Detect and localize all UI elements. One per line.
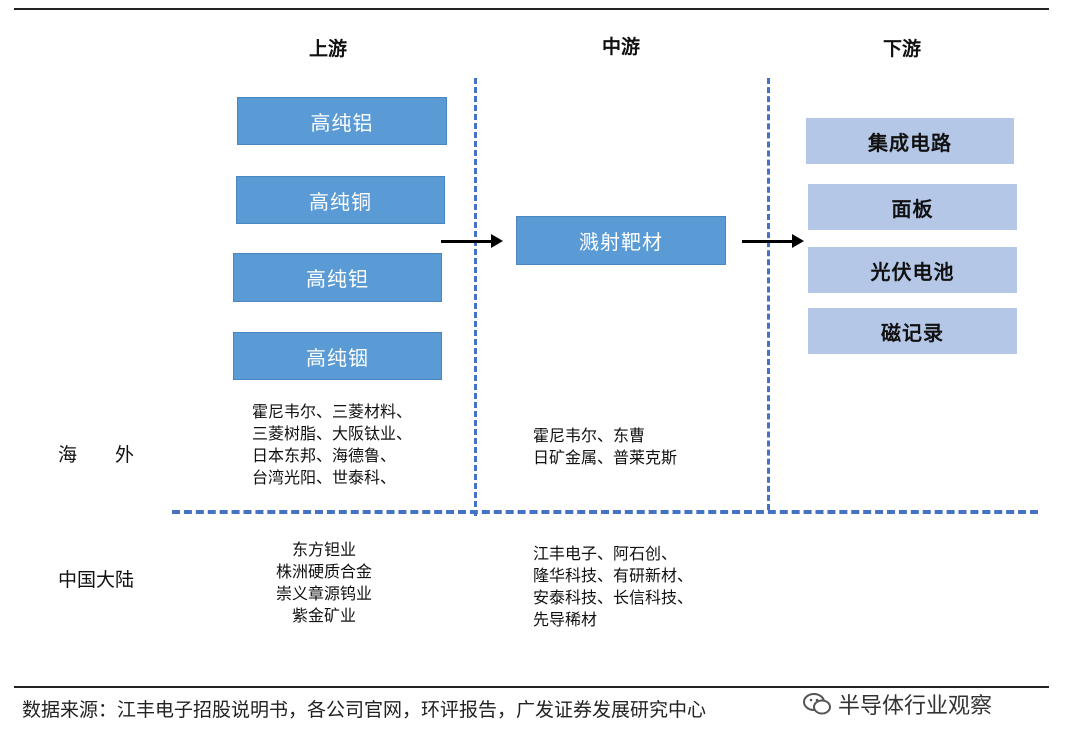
material-label: 高纯铟 bbox=[306, 345, 369, 370]
arrow-right-icon bbox=[742, 234, 804, 248]
top-rule bbox=[14, 8, 1049, 10]
region-divider bbox=[172, 510, 1038, 514]
watermark-text: 半导体行业观察 bbox=[838, 694, 993, 719]
application-box-panel: 面板 bbox=[808, 184, 1017, 230]
mainland-midstream-companies: 江丰电子、阿石创、 隆华科技、有研新材、 安泰科技、长信科技、 先导稀材 bbox=[533, 544, 694, 629]
application-box-magnetic-recording: 磁记录 bbox=[808, 308, 1017, 354]
material-box-indium: 高纯铟 bbox=[233, 332, 442, 380]
material-box-copper: 高纯铜 bbox=[236, 176, 445, 224]
mainland-upstream-companies: 东方钽业 株洲硬质合金 崇义章源钨业 紫金矿业 bbox=[276, 540, 373, 625]
application-box-pv-cell: 光伏电池 bbox=[808, 247, 1017, 293]
material-label: 高纯钽 bbox=[306, 267, 369, 291]
bottom-rule bbox=[14, 686, 1049, 688]
product-box-sputtering-target: 溅射靶材 bbox=[516, 216, 726, 265]
wechat-icon bbox=[802, 691, 832, 717]
overseas-upstream-companies: 霍尼韦尔、三菱材料、 三菱树脂、大阪钛业、 日本东邦、海德鲁、 台湾光阳、世泰科… bbox=[252, 402, 413, 487]
product-label: 溅射靶材 bbox=[579, 230, 663, 254]
material-label: 高纯铜 bbox=[309, 189, 372, 214]
arrow-right-icon bbox=[441, 234, 503, 248]
source-note: 数据来源：江丰电子招股说明书，各公司官网，环评报告，广发证券发展研究中心 bbox=[22, 699, 707, 721]
material-box-tantalum: 高纯钽 bbox=[233, 253, 442, 302]
header-upstream: 上游 bbox=[308, 38, 347, 60]
application-box-integrated-circuit: 集成电路 bbox=[806, 118, 1014, 164]
divider-upstream-midstream bbox=[474, 78, 477, 516]
region-label-overseas: 海 外 bbox=[58, 444, 135, 466]
watermark: 半导体行业观察 bbox=[802, 688, 992, 720]
application-label: 面板 bbox=[891, 196, 934, 221]
application-label: 光伏电池 bbox=[870, 259, 955, 284]
material-box-aluminum: 高纯铝 bbox=[237, 97, 447, 145]
overseas-midstream-companies: 霍尼韦尔、东曹 日矿金属、普莱克斯 bbox=[533, 426, 678, 467]
region-label-mainland: 中国大陆 bbox=[58, 569, 135, 591]
material-label: 高纯铝 bbox=[310, 110, 374, 135]
divider-midstream-downstream bbox=[767, 78, 770, 510]
header-midstream: 中游 bbox=[601, 36, 640, 58]
header-downstream: 下游 bbox=[882, 38, 921, 60]
application-label: 磁记录 bbox=[881, 320, 944, 345]
application-label: 集成电路 bbox=[868, 130, 952, 155]
